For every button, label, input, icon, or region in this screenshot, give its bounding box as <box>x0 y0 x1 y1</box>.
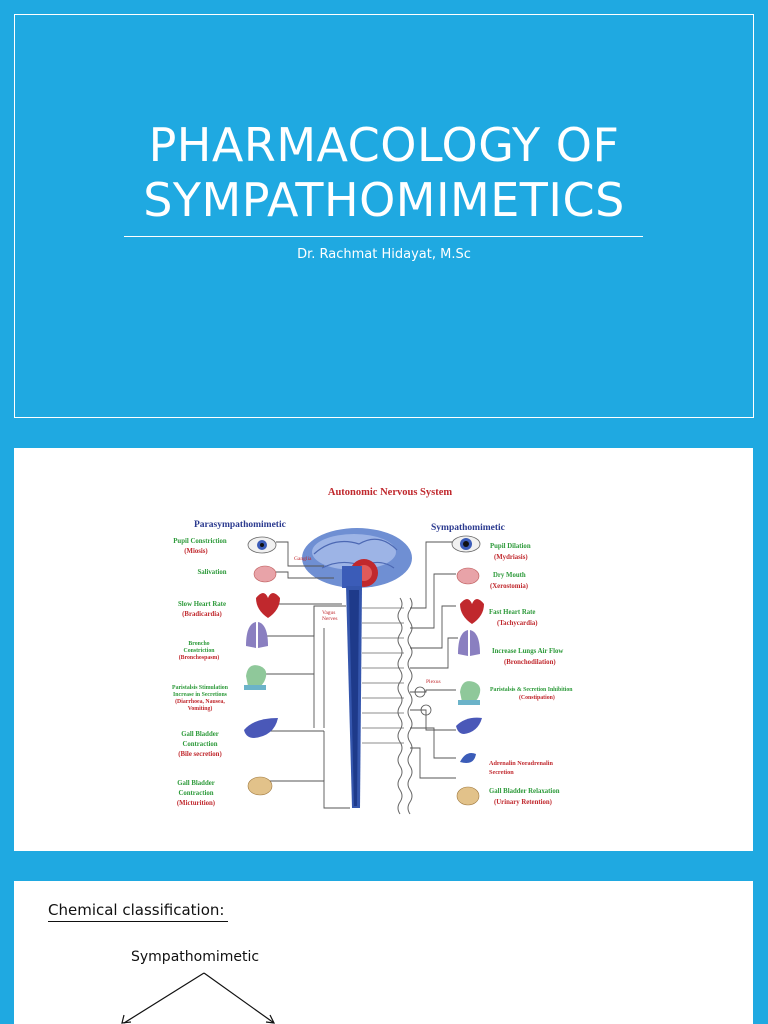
right-label-red: (Bronchodilation) <box>504 659 556 666</box>
left-column-header: Parasympathomimetic <box>194 520 286 530</box>
left-label-red: (Micturition) <box>177 800 215 807</box>
heading-underline <box>48 921 228 922</box>
left-label-green: Slow Heart Rate <box>178 601 226 608</box>
heart-icon <box>460 599 484 624</box>
adrenal-gland-icon <box>460 753 476 763</box>
left-label-red: (Bradicardia) <box>182 611 222 618</box>
bladder-icon <box>457 787 479 805</box>
left-label-green: Contraction <box>182 741 217 748</box>
left-label-green: Paristalsis Stimulation <box>172 685 229 691</box>
spinal-cord <box>346 586 362 808</box>
left-label-green: Increase in Secretions <box>173 692 228 698</box>
right-organ-icons <box>452 536 484 805</box>
stomach-icon <box>244 665 266 690</box>
root-node-sympathomimetic: Sympathomimetic <box>131 949 259 965</box>
right-label-red: (Tachycardia) <box>497 620 538 627</box>
ans-diagram: Autonomic Nervous System Parasympathomim… <box>164 478 604 818</box>
eye-icon <box>248 537 276 553</box>
stomach-icon <box>458 681 480 705</box>
title-divider <box>124 236 643 237</box>
left-label-green: Contraction <box>178 790 213 797</box>
right-label-green: Fast Heart Rate <box>489 609 535 616</box>
salivary-gland-icon <box>254 566 276 582</box>
bladder-icon <box>248 777 272 795</box>
slide-title: PHARMACOLOGY OF SYMPATHOMIMETICS <box>0 118 768 228</box>
left-label-red: Vomiting) <box>188 705 213 712</box>
right-label-red: (Xerostomia) <box>490 583 528 590</box>
right-label-green: Gall Bladder Relaxation <box>489 788 560 795</box>
liver-icon <box>244 718 278 738</box>
right-column-header: Sympathomimetic <box>431 523 505 533</box>
slide-title-line-1: PHARMACOLOGY OF <box>0 118 768 173</box>
left-organ-icons <box>244 537 280 795</box>
title-slide: PHARMACOLOGY OF SYMPATHOMIMETICS Dr. Rac… <box>0 0 768 432</box>
left-label-green: Pupil Constriction <box>173 538 227 545</box>
lungs-icon <box>458 630 480 656</box>
right-label-red: Secretion <box>489 769 514 776</box>
left-label-red: (Bronchospasm) <box>179 654 220 661</box>
slide-subtitle: Dr. Rachmat Hidayat, M.Sc <box>0 247 768 262</box>
right-nerve-lines <box>410 542 458 778</box>
chemical-classification-heading: Chemical classification: <box>48 901 224 919</box>
left-label-green: Salivation <box>197 569 226 576</box>
heart-icon <box>256 593 280 618</box>
slide-title-line-2: SYMPATHOMIMETICS <box>0 173 768 228</box>
right-label-red: (Mydriasis) <box>494 554 528 561</box>
right-label-red: Adrenalin Noradrenalin <box>489 760 553 767</box>
ans-diagram-slide: Autonomic Nervous System Parasympathomim… <box>14 448 753 851</box>
classification-arrows <box>104 971 304 1024</box>
right-label-red: (Constipation) <box>519 694 555 701</box>
lungs-icon <box>246 622 268 648</box>
right-label-green: Paristalsis & Secretion Inhibition <box>490 687 573 693</box>
plexus-label: Plexus <box>426 679 441 685</box>
right-label-green: Pupil Dilation <box>490 543 531 550</box>
diagram-title: Autonomic Nervous System <box>328 487 452 498</box>
salivary-gland-icon <box>457 568 479 584</box>
right-label-red: (Urinary Retention) <box>494 799 552 806</box>
eye-icon <box>452 536 480 552</box>
left-label-green: Broncho <box>188 641 209 647</box>
left-effect-labels: Pupil Constriction (Miosis) Salivation S… <box>172 538 229 807</box>
left-label-green: Gall Bladder <box>177 780 215 787</box>
left-label-green: Constriction <box>184 648 216 654</box>
spinal-branches <box>362 608 404 743</box>
vagus-label-2: Nerves <box>322 616 338 622</box>
brain-image <box>302 528 412 588</box>
left-label-red: (Miosis) <box>184 548 207 555</box>
ganglia-label: Ganglia <box>294 556 312 562</box>
right-label-green: Increase Lungs Air Flow <box>492 648 563 655</box>
right-label-green: Dry Mouth <box>493 572 526 579</box>
right-effect-labels: Pupil Dilation (Mydriasis) Dry Mouth (Xe… <box>489 543 573 806</box>
left-label-red: (Bile secretion) <box>178 751 221 758</box>
sympathetic-chain <box>398 598 412 814</box>
liver-icon <box>456 718 482 734</box>
left-label-red: (Diarrhoea, Nausea, <box>175 698 225 705</box>
chemical-classification-slide: Chemical classification: Sympathomimetic <box>14 881 753 1024</box>
left-label-green: Gall Bladder <box>181 731 219 738</box>
